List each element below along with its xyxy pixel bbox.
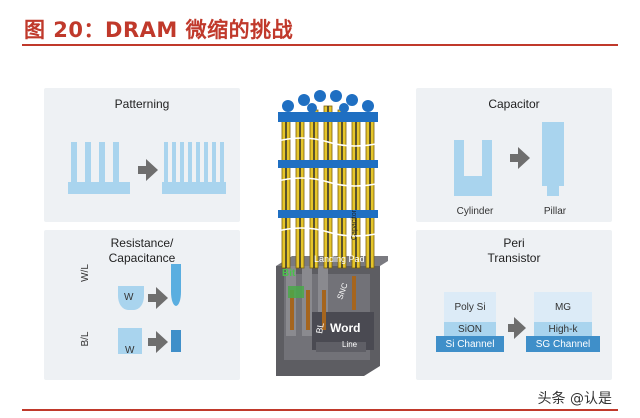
patterning-title: Patterning xyxy=(114,97,170,111)
bit-label: Bit xyxy=(282,268,296,279)
arrow-icon xyxy=(138,159,158,181)
resistance-title-2: Capacitance xyxy=(108,251,176,265)
patterning-panel: Patterning xyxy=(44,88,240,222)
wl-w-label: W xyxy=(124,292,134,303)
landing-pad-label: Landing Pad xyxy=(314,254,365,264)
watermark: 头条 @认是 xyxy=(537,391,612,407)
line-label: Line xyxy=(342,340,358,349)
peri-title-1: Peri xyxy=(503,236,525,250)
pillar-label: Pillar xyxy=(543,206,567,217)
left-gate: Poly Si xyxy=(444,292,496,322)
resistance-illustration xyxy=(118,264,181,354)
right-dielectric: High-k xyxy=(534,322,592,336)
page-title: 图 20：DRAM 微缩的挑战 xyxy=(24,18,294,42)
bottom-divider xyxy=(22,409,618,411)
capacitor-illustration xyxy=(454,122,564,196)
bl-label: BL xyxy=(314,322,326,335)
resistance-title-1: Resistance/ xyxy=(110,236,174,250)
word-label: Word xyxy=(330,321,360,335)
capacitor-panel: Capacitor Cylinder Pillar xyxy=(416,88,612,222)
peri-panel: Peri Transistor Poly Si SiON Si Channel … xyxy=(416,230,612,380)
arrow-icon xyxy=(510,147,530,169)
right-channel: SG Channel xyxy=(526,336,600,352)
right-gate: MG xyxy=(534,292,592,322)
arrow-icon xyxy=(508,317,526,339)
title-divider xyxy=(22,44,618,46)
bl-w-label: W xyxy=(125,345,135,356)
peri-title-2: Transistor xyxy=(487,251,541,265)
left-channel: Si Channel xyxy=(436,336,504,352)
left-dielectric: SiON xyxy=(444,322,496,336)
dram-cell-model: Landing Pad Capacitor SNC Bit BL Word Li… xyxy=(273,90,388,376)
resistance-panel: Resistance/ Capacitance W/L B/L W W xyxy=(44,230,240,380)
cylinder-label: Cylinder xyxy=(456,206,494,217)
patterning-illustration xyxy=(68,142,226,194)
capacitor-title: Capacitor xyxy=(488,97,540,111)
capacitor-model-label: Capacitor xyxy=(351,209,358,240)
